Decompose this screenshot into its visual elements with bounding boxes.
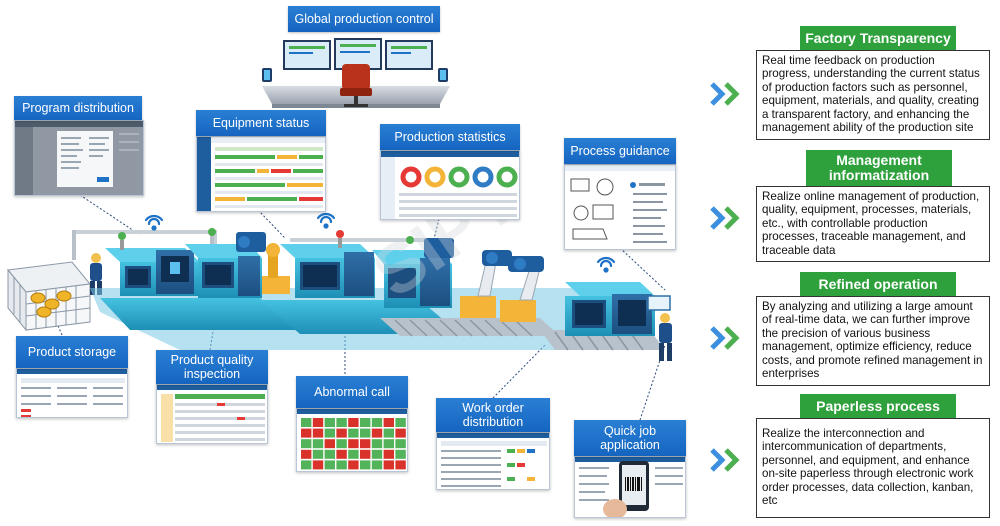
abnormal-call-tile — [324, 428, 335, 438]
chevron-right-icon — [710, 448, 740, 472]
abnormal-call-tile — [360, 428, 371, 438]
abnormal-call-tile — [383, 460, 394, 470]
label-work-order-distribution: Work order distribution — [436, 398, 550, 432]
production-statistics-screenshot — [380, 150, 520, 220]
abnormal-call-tile — [324, 449, 335, 459]
abnormal-call-tile — [312, 460, 324, 470]
label-production-statistics: Production statistics — [380, 124, 520, 150]
abnormal-call-tile — [383, 418, 394, 427]
cnc-machine-2 — [185, 228, 266, 298]
abnormal-call-tile — [360, 460, 371, 470]
abnormal-call-tile — [395, 428, 406, 438]
abnormal-call-tile — [312, 418, 324, 427]
abnormal-call-tile — [371, 428, 383, 438]
process-guidance-screenshot — [564, 164, 676, 250]
abnormal-call-tile — [348, 460, 359, 470]
abnormal-call-tile — [324, 439, 335, 449]
product-storage-screenshot — [16, 368, 128, 418]
benefit-text-management-informatization: Realize online management of production,… — [756, 186, 990, 262]
abnormal-call-tile — [301, 460, 312, 470]
abnormal-call-tile — [360, 449, 371, 459]
abnormal-call-tile — [348, 439, 359, 449]
abnormal-call-tile — [312, 428, 324, 438]
quick-job-application-screenshot — [574, 456, 686, 518]
program-distribution-screenshot — [14, 120, 144, 196]
abnormal-call-tile — [336, 428, 347, 438]
robot-arm-1 — [262, 243, 290, 294]
label-equipment-status: Equipment status — [196, 110, 326, 136]
cnc-machine-1 — [105, 232, 200, 296]
abnormal-call-tile — [301, 428, 312, 438]
storage-cage — [7, 261, 91, 332]
abnormal-call-tile — [395, 449, 406, 459]
chevron-right-icon — [710, 82, 740, 106]
abnormal-call-tile — [336, 449, 347, 459]
abnormal-call-tile — [383, 449, 394, 459]
cnc-machine-4 — [372, 236, 454, 308]
abnormal-call-tile — [301, 449, 312, 459]
abnormal-call-tile — [301, 418, 312, 427]
benefit-title-factory-transparency: Factory Transparency — [800, 26, 956, 50]
label-quick-job-application: Quick job application — [574, 420, 686, 456]
label-product-storage: Product storage — [16, 336, 128, 368]
robot-arm-2 — [460, 250, 512, 318]
label-abnormal-call: Abnormal call — [296, 376, 408, 408]
abnormal-call-screenshot — [296, 408, 408, 472]
benefit-title-management-informatization: Management informatization — [806, 150, 952, 186]
abnormal-call-tile — [348, 428, 359, 438]
abnormal-call-tile — [383, 439, 394, 449]
work-order-distribution-screenshot — [436, 432, 550, 490]
label-product-quality-inspection: Product quality inspection — [156, 350, 268, 384]
abnormal-call-tile — [360, 418, 371, 427]
abnormal-call-tile — [395, 439, 406, 449]
benefit-title-refined-operation: Refined operation — [800, 272, 956, 296]
abnormal-call-tile — [324, 460, 335, 470]
robot-arm-3 — [500, 256, 544, 322]
abnormal-call-tile — [395, 418, 406, 427]
control-desk — [262, 38, 450, 108]
benefit-text-refined-operation: By analyzing and utilizing a large amoun… — [756, 296, 990, 386]
abnormal-call-tile — [324, 418, 335, 427]
abnormal-call-tile — [336, 439, 347, 449]
abnormal-call-tile — [371, 460, 383, 470]
wifi-icon — [144, 212, 616, 273]
label-global-production-control: Global production control — [288, 6, 440, 32]
abnormal-call-tile — [336, 460, 347, 470]
abnormal-call-tile — [371, 449, 383, 459]
worker-with-tablet — [647, 295, 672, 361]
chevron-right-icon — [710, 326, 740, 350]
abnormal-call-tile — [348, 449, 359, 459]
abnormal-call-tile — [312, 449, 324, 459]
benefit-text-paperless-process: Realize the interconnection and intercom… — [756, 418, 990, 518]
cnc-machine-5 — [565, 282, 655, 336]
abnormal-call-tile — [371, 439, 383, 449]
abnormal-call-tile — [395, 460, 406, 470]
label-process-guidance: Process guidance — [564, 138, 676, 164]
abnormal-call-tile — [371, 418, 383, 427]
benefit-text-factory-transparency: Real time feedback on production progres… — [756, 50, 990, 140]
abnormal-call-tile — [336, 418, 347, 427]
equipment-status-screenshot — [196, 136, 326, 212]
abnormal-call-tile — [360, 439, 371, 449]
abnormal-call-tile — [312, 439, 324, 449]
cnc-machine-3 — [280, 230, 375, 298]
label-program-distribution: Program distribution — [14, 96, 142, 120]
abnormal-call-tile — [348, 418, 359, 427]
abnormal-call-tile — [383, 428, 394, 438]
benefit-title-paperless-process: Paperless process — [800, 394, 956, 418]
product-quality-inspection-screenshot — [156, 384, 268, 444]
abnormal-call-tile — [301, 439, 312, 449]
chevron-right-icon — [710, 206, 740, 230]
